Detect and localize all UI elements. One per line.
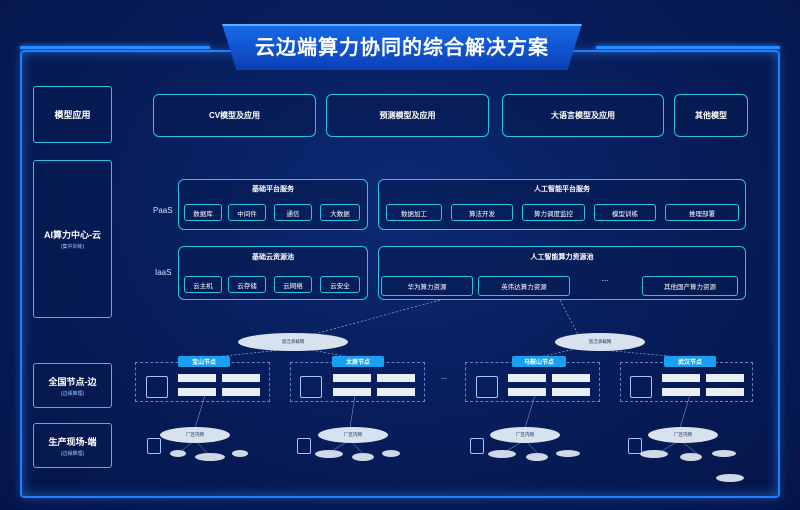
- model-app-predict: 预测模型及应用: [326, 94, 489, 137]
- model-app-cv: CV模型及应用: [153, 94, 316, 137]
- edge-node-cell: [178, 388, 216, 396]
- edge-node-cell: [377, 388, 415, 396]
- edge-node-cell: [333, 388, 371, 396]
- server-icon: [146, 376, 168, 398]
- terminal-device: [232, 450, 248, 457]
- row-label-text: 生产现场-端: [48, 436, 97, 447]
- terminal-device: [556, 450, 580, 457]
- model-app-llm: 大语言模型及应用: [502, 94, 664, 137]
- paas-basic-title: 基础平台服务: [252, 186, 294, 193]
- iaas-basic-panel: [178, 246, 368, 300]
- factory-network-label: 厂区内网: [674, 432, 692, 437]
- paas-basic-item: 通信: [274, 204, 312, 221]
- edge-node-title: 马鞍山节点: [512, 356, 566, 367]
- paas-ai-item: 算法开发: [451, 204, 513, 221]
- iaas-basic-title: 基础云资源池: [252, 254, 294, 261]
- server-icon: [630, 376, 652, 398]
- terminal-device: [352, 453, 374, 461]
- edge-ellipsis: ...: [441, 373, 447, 381]
- edge-node-cell: [706, 388, 744, 396]
- terminal-device: [488, 450, 516, 458]
- row-label-edge: 全国节点-边 (边缘推理): [33, 363, 112, 408]
- iaas-ai-panel: [378, 246, 746, 300]
- paas-basic-item: 中间件: [228, 204, 266, 221]
- factory-network-cloud: [318, 427, 388, 443]
- edge-node-cell: [178, 374, 216, 382]
- row-label-site: 生产现场-端 (边缘推理): [33, 423, 112, 468]
- iaas-basic-item: 云存储: [228, 276, 266, 293]
- model-app-other: 其他模型: [674, 94, 748, 137]
- paas-basic-item: 数据库: [184, 204, 222, 221]
- edge-node-cell: [662, 374, 700, 382]
- paas-ai-item: 数据加工: [386, 204, 442, 221]
- edge-node-cell: [222, 374, 260, 382]
- server-icon: [476, 376, 498, 398]
- iaas-label: IaaS: [155, 268, 172, 277]
- edge-node-title: 武汉节点: [664, 356, 716, 367]
- device-icon: [628, 438, 642, 454]
- iaas-ai-ellipsis: ...: [601, 273, 609, 283]
- bearer-network-cloud: [238, 333, 348, 351]
- bearer-network-cloud: [555, 333, 645, 351]
- iaas-ai-item: 英伟达算力资源: [478, 276, 570, 296]
- edge-node-cell: [377, 374, 415, 382]
- edge-node-title: 宝山节点: [178, 356, 230, 367]
- paas-ai-item: 推理部署: [665, 204, 739, 221]
- row-label-sub: (集中训练): [60, 244, 85, 250]
- iaas-basic-item: 云网络: [274, 276, 312, 293]
- terminal-device: [712, 450, 736, 457]
- terminal-device: [716, 474, 744, 482]
- edge-node-cell: [552, 374, 590, 382]
- terminal-device: [640, 450, 668, 458]
- edge-node-cell: [333, 374, 371, 382]
- title-bar: [222, 24, 582, 70]
- title-deco-left: [20, 46, 210, 49]
- edge-node-cell: [222, 388, 260, 396]
- edge-node-cell: [552, 388, 590, 396]
- device-icon: [470, 438, 484, 454]
- iaas-ai-title: 人工智能算力资源池: [530, 254, 594, 261]
- terminal-device: [315, 450, 343, 458]
- factory-network-label: 厂区内网: [516, 432, 534, 437]
- terminal-device: [170, 450, 186, 457]
- factory-network-cloud: [490, 427, 560, 443]
- server-icon: [300, 376, 322, 398]
- factory-network-cloud: [648, 427, 718, 443]
- device-icon: [147, 438, 161, 454]
- row-label-sub: (边缘推理): [60, 390, 85, 397]
- page-title: 云边端算力协同的综合解决方案: [255, 37, 549, 59]
- factory-network-label: 厂区内网: [344, 432, 362, 437]
- device-icon: [297, 438, 311, 454]
- row-label-model-apps: 模型应用: [33, 86, 112, 143]
- row-label-text: 模型应用: [54, 110, 91, 120]
- iaas-basic-item: 云主机: [184, 276, 222, 293]
- terminal-device: [526, 453, 548, 461]
- edge-node-title: 太原节点: [332, 356, 384, 367]
- bearer-network-label: 宽泛承载网: [588, 339, 612, 344]
- title-deco-right: [596, 46, 780, 49]
- factory-network-label: 厂区内网: [186, 432, 204, 437]
- terminal-device: [382, 450, 400, 457]
- row-label-text: 全国节点-边: [48, 376, 97, 387]
- paas-ai-title: 人工智能平台服务: [534, 186, 590, 193]
- edge-node-cell: [706, 374, 744, 382]
- edge-node-cell: [508, 374, 546, 382]
- edge-node-cell: [508, 388, 546, 396]
- row-label-sub: (边缘推理): [60, 450, 85, 457]
- paas-ai-item: 算力调度监控: [522, 204, 585, 221]
- iaas-ai-item: 华为算力资源: [381, 276, 473, 296]
- paas-label: PaaS: [153, 206, 173, 215]
- edge-node-cell: [662, 388, 700, 396]
- paas-ai-item: 模型训练: [594, 204, 656, 221]
- row-label-cloud: AI算力中心-云 (集中训练): [33, 160, 112, 318]
- iaas-basic-item: 云安全: [320, 276, 360, 293]
- row-label-text: AI算力中心-云: [44, 230, 101, 240]
- bearer-network-label: 宽泛承载网: [281, 339, 305, 344]
- iaas-ai-item: 其他国产算力资源: [642, 276, 738, 296]
- terminal-device: [195, 453, 225, 461]
- factory-network-cloud: [160, 427, 230, 443]
- paas-basic-item: 大数据: [320, 204, 360, 221]
- terminal-device: [680, 453, 702, 461]
